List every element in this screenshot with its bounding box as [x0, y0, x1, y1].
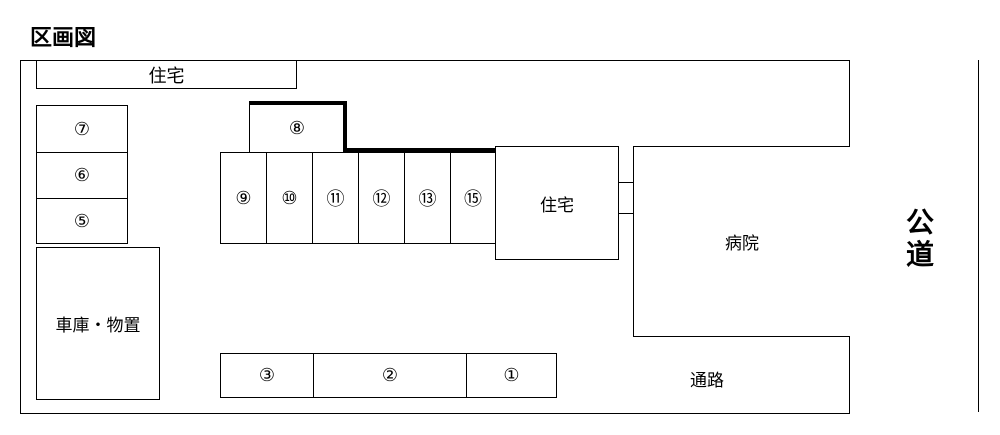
- parking-space-12-label: ⑫: [372, 189, 391, 210]
- house-top: 住宅: [36, 60, 297, 89]
- parking-space-8-label: ⑧: [288, 117, 306, 139]
- parking-space-5: ⑤: [36, 198, 128, 244]
- public-road-label: 公道: [905, 206, 934, 271]
- parking-space-10-label: ⑩: [281, 187, 298, 209]
- garage-storage-label: 車庫・物置: [55, 316, 141, 336]
- parking-space-12: ⑫: [358, 152, 405, 244]
- parking-space-5-label: ⑤: [73, 210, 91, 232]
- thick-boundary-vertical: [343, 101, 347, 152]
- parking-space-7-label: ⑦: [73, 118, 91, 140]
- parking-space-11-label: ⑪: [326, 189, 345, 210]
- parking-space-11: ⑪: [312, 152, 359, 244]
- parking-space-2-label: ②: [381, 365, 399, 386]
- parking-space-1-label: ①: [503, 365, 520, 386]
- parking-space-6-label: ⑥: [73, 165, 91, 186]
- parking-space-2: ②: [313, 353, 467, 398]
- parking-space-3-label: ③: [258, 365, 276, 386]
- house-center: 住宅: [495, 146, 619, 260]
- hospital: 病院: [633, 146, 850, 337]
- house-center-label: 住宅: [540, 195, 574, 216]
- thick-boundary-lower: [343, 148, 496, 152]
- parking-space-10: ⑩: [266, 152, 313, 244]
- parking-space-9: ⑨: [220, 152, 267, 244]
- parking-space-7: ⑦: [36, 105, 128, 153]
- parking-space-15-label: ⑮: [464, 189, 482, 210]
- garage-storage: 車庫・物置: [36, 247, 160, 400]
- page-title: 区画図: [30, 26, 97, 51]
- passage-label: 通路: [690, 371, 724, 391]
- parking-space-1: ①: [466, 353, 557, 398]
- hospital-label: 病院: [725, 234, 759, 254]
- parking-space-13: ⑬: [404, 152, 451, 244]
- public-road-line: [978, 60, 979, 412]
- parking-space-13-label: ⑬: [418, 189, 437, 210]
- parking-space-15: ⑮: [450, 152, 496, 244]
- thick-boundary-top: [249, 101, 347, 105]
- parking-space-8: ⑧: [249, 103, 345, 153]
- parking-space-9-label: ⑨: [235, 187, 252, 209]
- house-top-label: 住宅: [148, 65, 185, 87]
- connector-corridor: [618, 182, 634, 214]
- parking-space-3: ③: [220, 353, 314, 398]
- parking-space-6: ⑥: [36, 152, 128, 199]
